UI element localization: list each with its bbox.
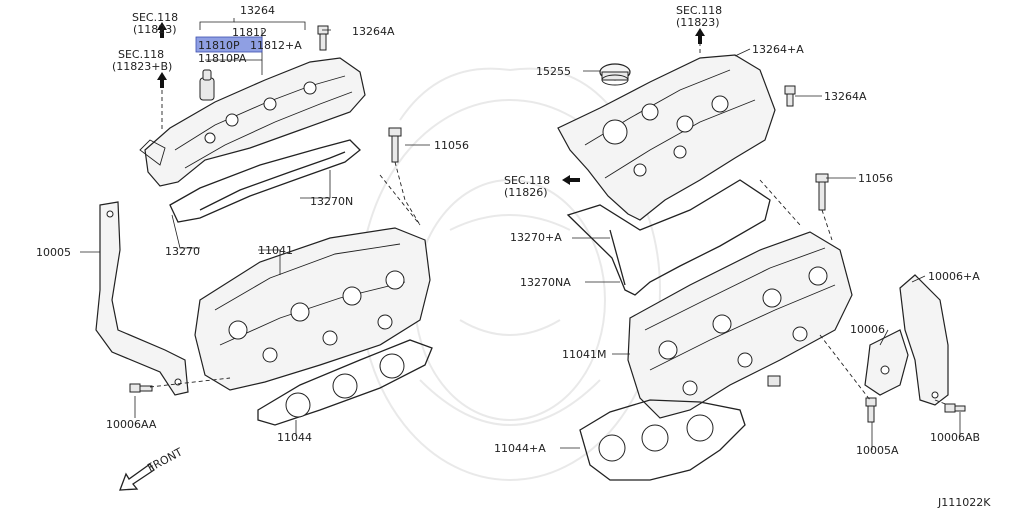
diagram-code: J111022K [937,496,991,509]
label-10006ab[interactable]: 10006AB [930,431,980,444]
bolt-13264a-right[interactable] [784,85,796,107]
label-sec118-b[interactable]: SEC.118 [118,48,164,61]
label-11044plusA[interactable]: 11044+A [494,442,546,455]
bracket-10006[interactable] [864,329,909,396]
label-sec118-a-sub: (11823) [133,23,177,36]
label-sec118-c[interactable]: SEC.118 [676,4,722,17]
label-11041[interactable]: 11041 [258,244,293,257]
label-front: FRONT [145,445,185,474]
label-10005[interactable]: 10005 [36,246,71,259]
label-11056-right[interactable]: 11056 [858,172,893,185]
label-13270plusA[interactable]: 13270+A [510,231,562,244]
part-labels: SEC.118 (11823) SEC.118 (11823+B) 13264 … [36,4,991,509]
label-13264[interactable]: 13264 [240,4,275,17]
label-sec118-d-sub: (11826) [504,186,548,199]
label-11812plusA[interactable]: 11812+A [250,39,302,52]
label-10006[interactable]: 10006 [850,323,885,336]
sec-arrow-up-icon [157,22,167,38]
label-11810pa[interactable]: 11810PA [198,52,247,65]
bolt-10005a[interactable] [865,397,877,423]
label-13264a-left[interactable]: 13264A [352,25,395,38]
label-11812[interactable]: 11812 [232,26,267,39]
label-13270[interactable]: 13270 [165,245,200,258]
rocker-cover-right[interactable] [557,54,776,221]
bracket-10005[interactable] [95,201,189,396]
watermark-emblem [359,67,661,481]
label-11044[interactable]: 11044 [277,431,312,444]
gasket-13270-left[interactable] [169,139,361,223]
label-11041m[interactable]: 11041M [562,348,606,361]
sec-arrow-up-icon [695,28,705,44]
label-11810p[interactable]: 11810P [198,39,240,52]
gasket-13270-right[interactable] [566,179,771,296]
head-gasket-left[interactable] [257,339,433,426]
cylinder-head-left[interactable] [194,227,431,391]
label-sec118-d[interactable]: SEC.118 [504,174,550,187]
label-13270n[interactable]: 13270N [310,195,353,208]
bolt-11056-right[interactable] [815,173,829,211]
label-13270na[interactable]: 13270NA [520,276,571,289]
leader-lines-right [560,35,961,450]
sec-arrow-up-icon [157,72,167,88]
label-13264a-right[interactable]: 13264A [824,90,867,103]
bolt-10006aa[interactable] [129,383,153,393]
label-sec118-b-sub: (11823+B) [112,60,172,73]
label-sec118-c-sub: (11823) [676,16,720,29]
plug-right[interactable] [767,375,781,387]
label-13264plusA[interactable]: 13264+A [752,43,804,56]
bolt-11056-left[interactable] [388,127,402,163]
label-10005a[interactable]: 10005A [856,444,899,457]
sec-arrow-left-icon [562,175,580,185]
highlight-11810p [195,36,263,53]
head-gasket-right[interactable] [579,399,746,481]
front-direction-arrow-icon [119,463,155,491]
label-15255[interactable]: 15255 [536,65,571,78]
cylinder-head-right[interactable] [627,231,853,419]
label-10006plusA[interactable]: 10006+A [928,270,980,283]
bolt-10006ab[interactable] [944,403,966,413]
label-11056-left[interactable]: 11056 [434,139,469,152]
label-sec118-a[interactable]: SEC.118 [132,11,178,24]
bracket-10006plusA[interactable] [899,274,949,406]
rocker-cover-left[interactable] [139,57,366,187]
pcv-valve-left[interactable] [199,69,215,101]
oil-filler-cap[interactable] [599,63,631,86]
label-10006aa[interactable]: 10006AA [106,418,157,431]
